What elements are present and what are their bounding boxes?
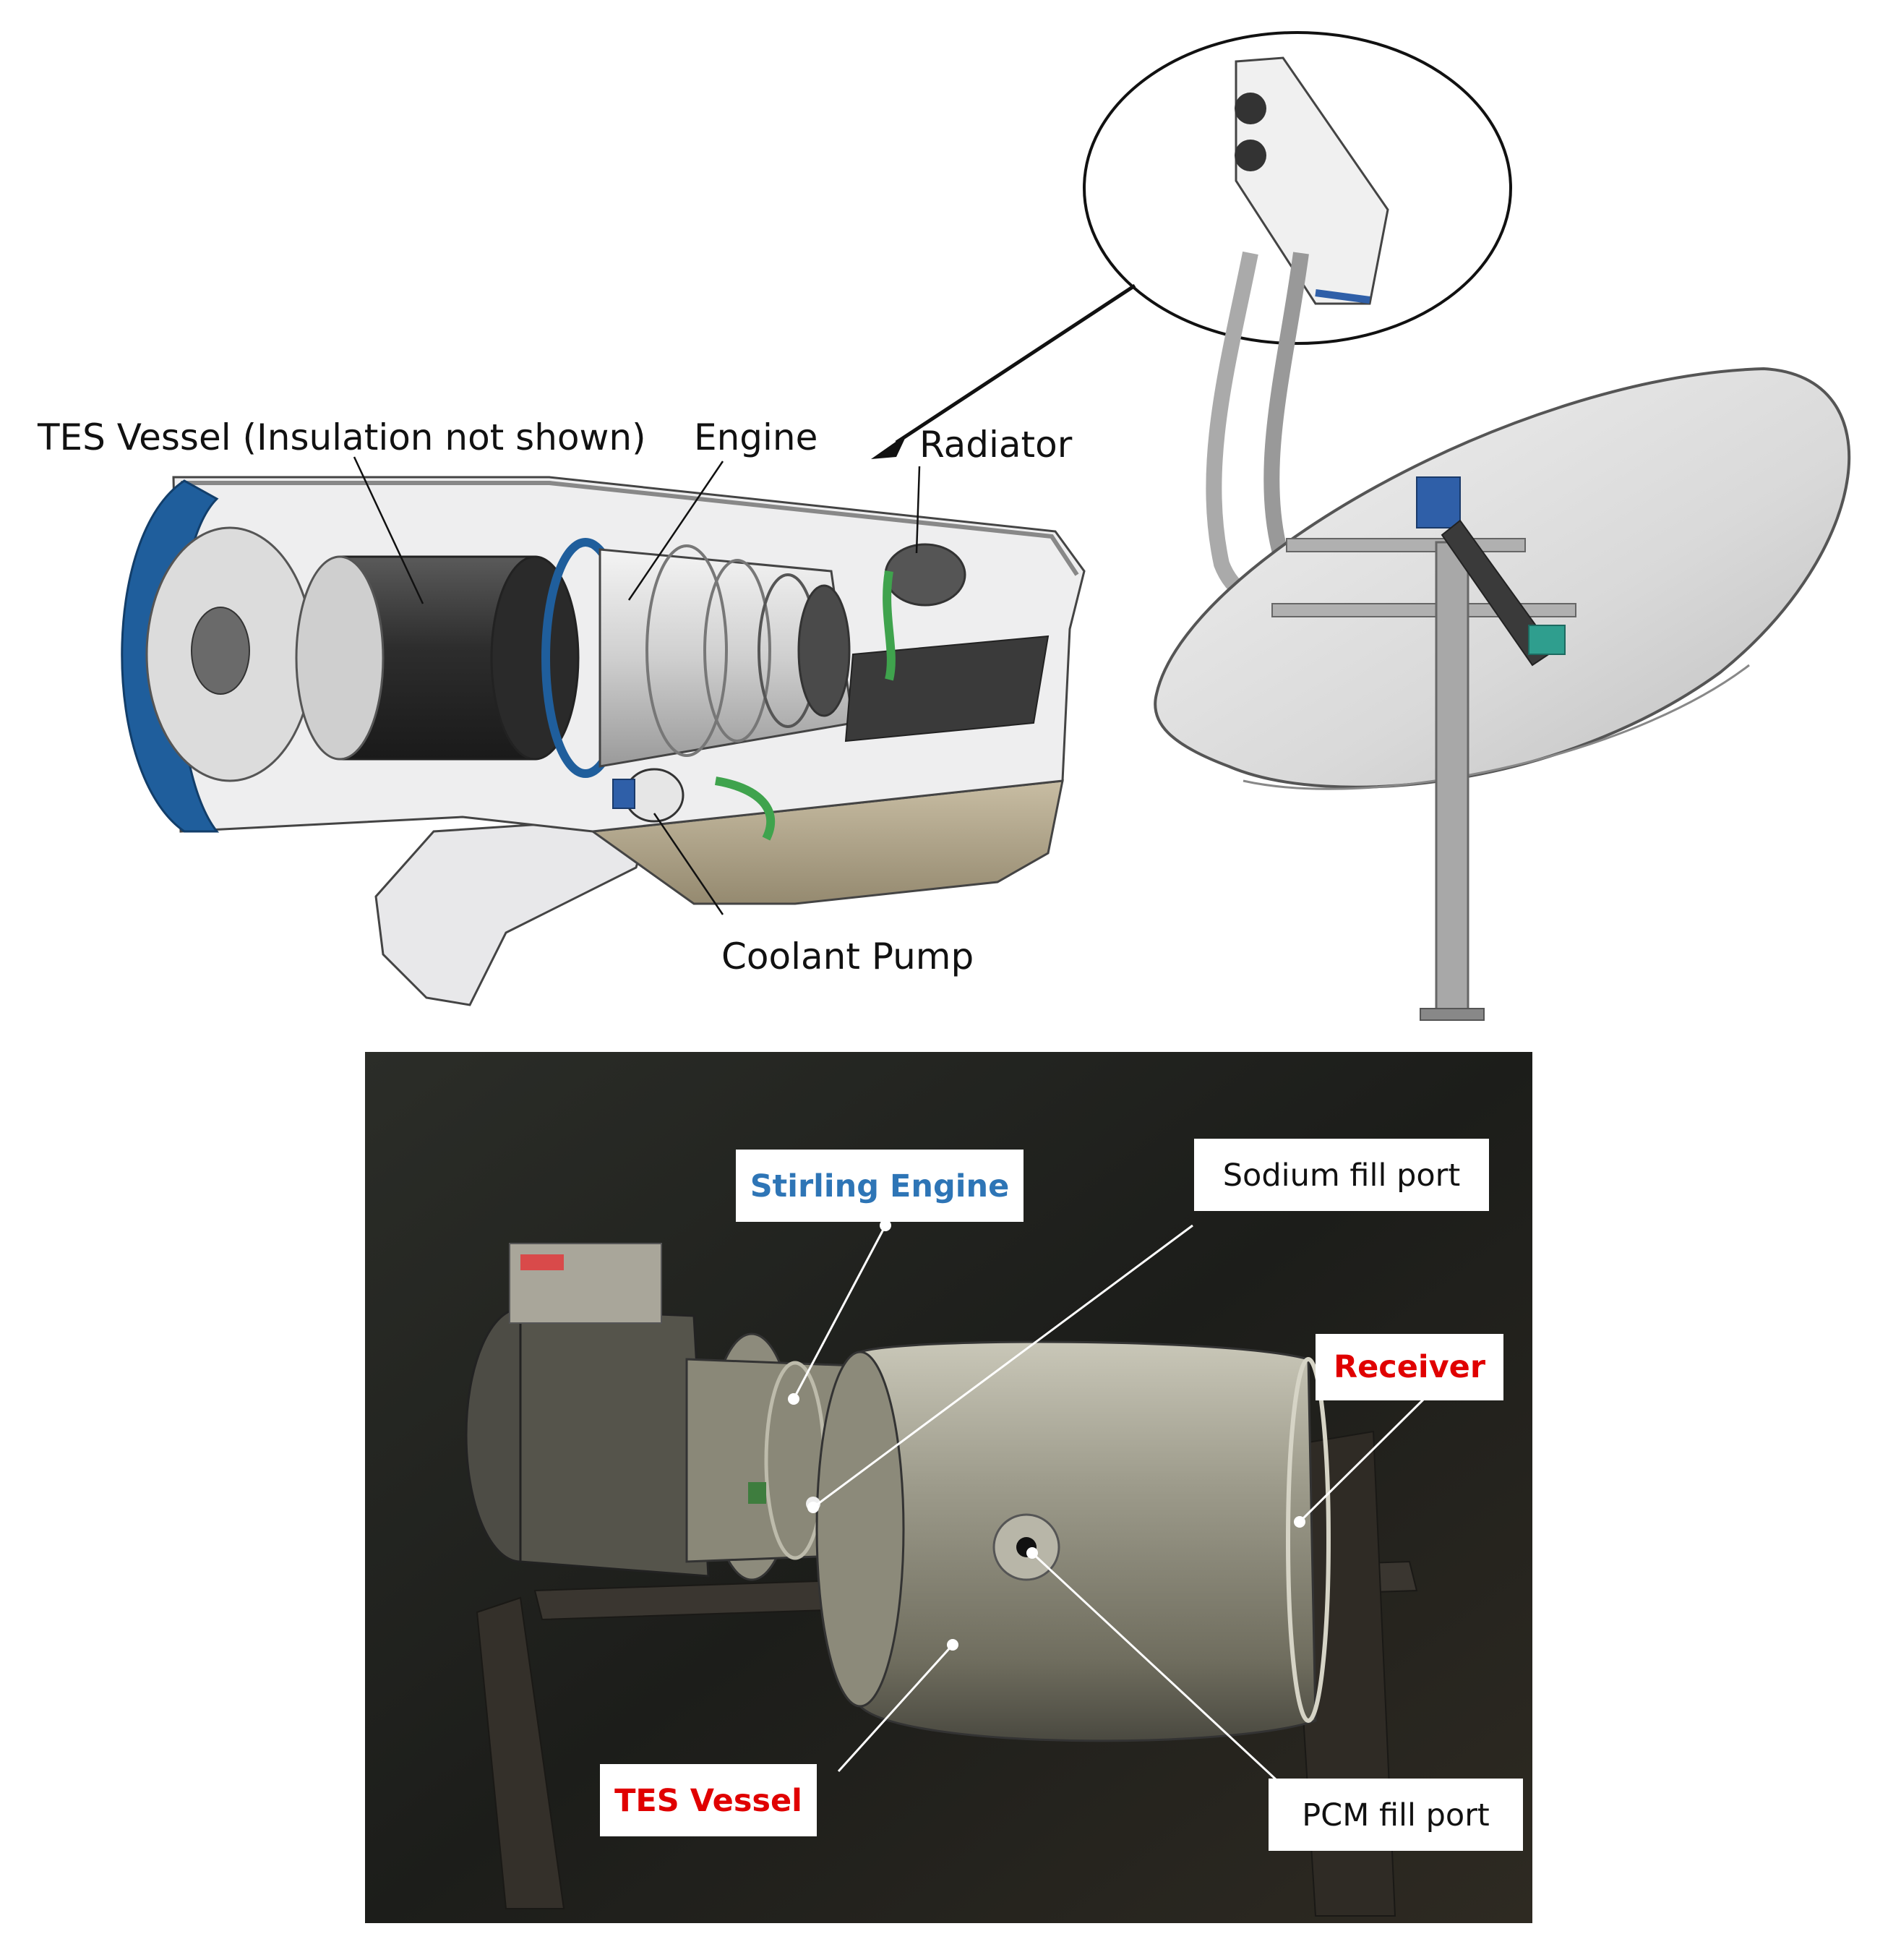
coolant-pump xyxy=(612,768,685,823)
label-stirling-engine: Stirling Engine xyxy=(750,1168,1010,1204)
label-sodium-fill-port: Sodium fill port xyxy=(1223,1157,1460,1194)
zoom-arrow xyxy=(871,283,1136,459)
receiver-pod xyxy=(1235,56,1389,305)
cad-cutaway-drawing xyxy=(121,476,1086,1006)
label-box-receiver: Receiver xyxy=(1316,1334,1503,1400)
tes-vessel-photo-cylinder xyxy=(859,1340,1317,1742)
cad-leader-lines xyxy=(353,456,921,915)
zoom-circle xyxy=(1083,31,1512,345)
label-box-stirling-engine: Stirling Engine xyxy=(736,1150,1024,1222)
label-box-sodium-fill-port: Sodium fill port xyxy=(1194,1139,1489,1211)
label-box-pcm-fill-port: PCM fill port xyxy=(1269,1779,1523,1851)
label-coolant-pump: Coolant Pump xyxy=(721,936,974,977)
label-receiver: Receiver xyxy=(1334,1349,1486,1385)
label-pcm-fill-port: PCM fill port xyxy=(1302,1797,1490,1833)
label-tes-vessel-photo: TES Vessel xyxy=(614,1783,802,1819)
dish-concentrator-drawing xyxy=(1083,31,1851,1021)
label-engine: Engine xyxy=(694,416,818,458)
photo-leader-lines xyxy=(792,1224,1425,1791)
mast xyxy=(1435,541,1469,1021)
label-radiator: Radiator xyxy=(919,424,1073,466)
radiator-fan xyxy=(884,543,966,607)
label-box-tes-vessel-photo: TES Vessel xyxy=(600,1764,817,1836)
photo-leader-dots xyxy=(788,1220,1305,1651)
label-tes-vessel-cad: TES Vessel (Insulation not shown) xyxy=(37,416,646,458)
